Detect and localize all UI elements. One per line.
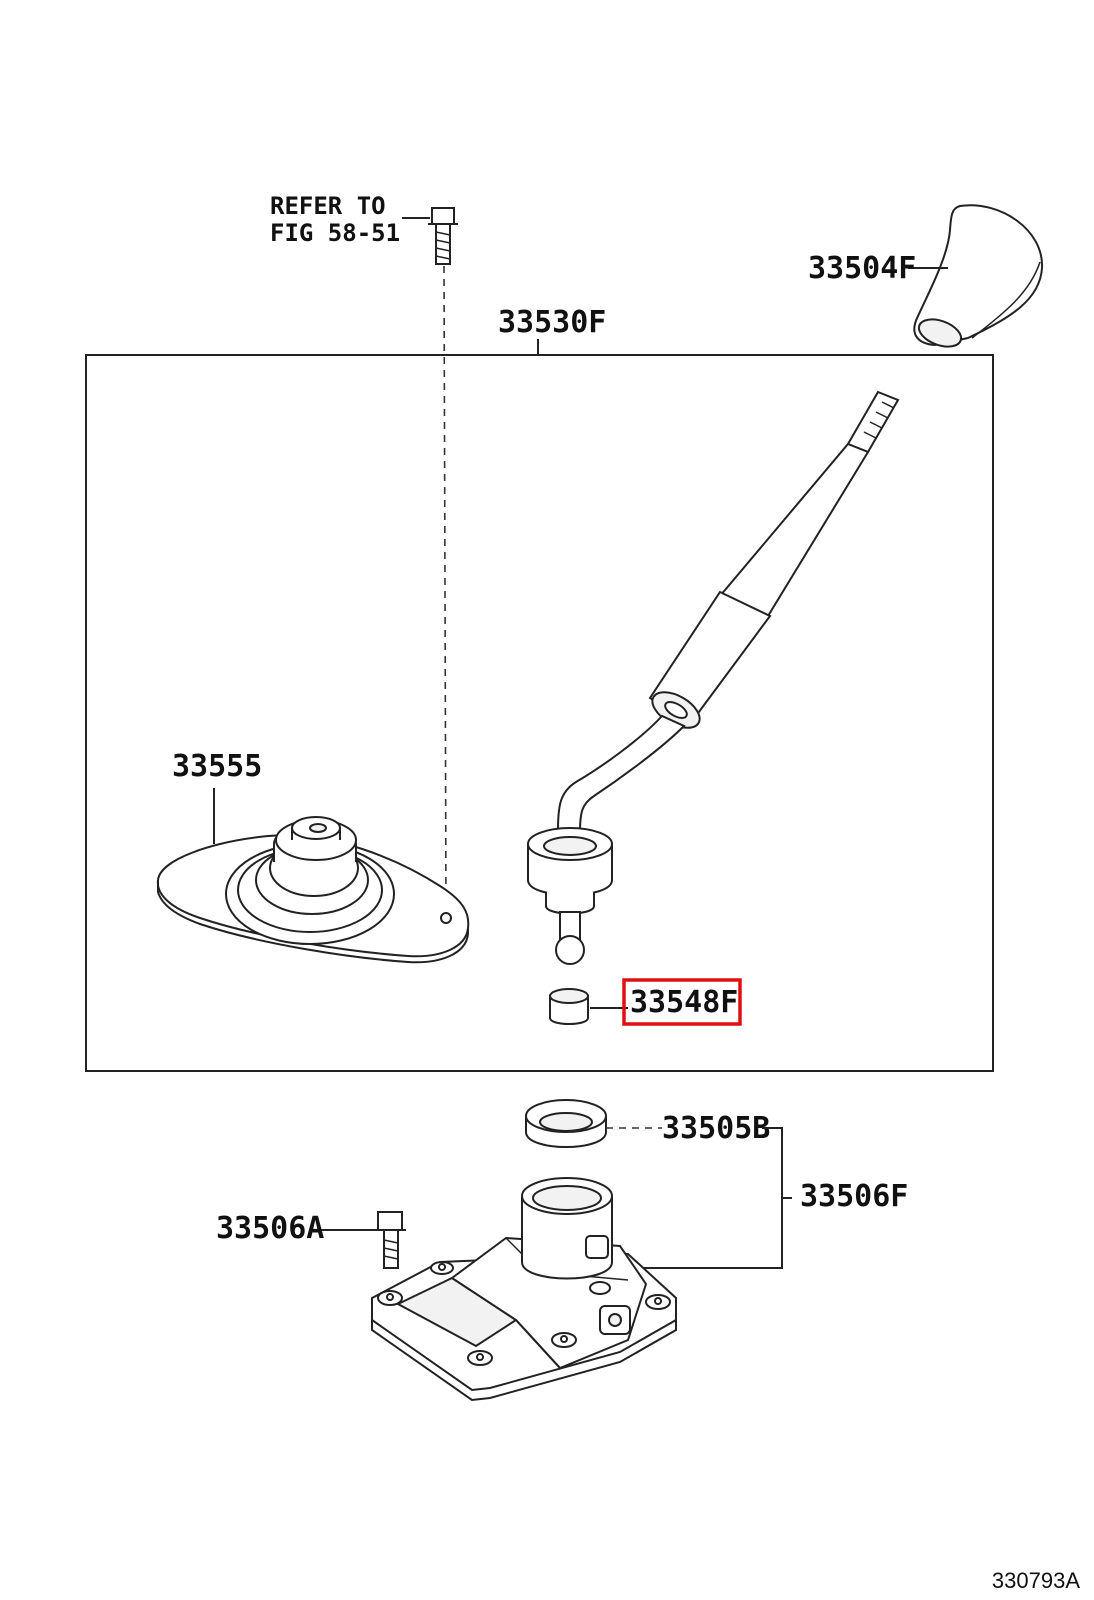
- reference-bolt: [428, 207, 458, 265]
- housing-part-number: 33506F: [800, 1179, 908, 1214]
- shift-housing: [371, 1177, 677, 1402]
- lever-assembly-frame: [85, 354, 994, 1072]
- refer-fig-label: FIG 58-51: [270, 219, 400, 247]
- housing-bolt: [374, 1211, 406, 1269]
- bushing-highlight-box: [622, 978, 742, 1026]
- bushing-part-number: 33548F: [630, 985, 738, 1020]
- shift-lever: [527, 390, 900, 965]
- shift-knob: [913, 204, 1044, 348]
- bushing-part: [549, 988, 589, 1025]
- knob-part-number: 33504F: [808, 251, 916, 286]
- boot-retainer-part-number: 33555: [172, 749, 262, 784]
- housing-bracket-line: [640, 1127, 783, 1269]
- refer-to-label: REFER TO: [270, 192, 386, 220]
- figure-id: 330793A: [992, 1568, 1080, 1593]
- boot-retainer: [156, 816, 470, 964]
- lever-assembly-part-number: 33530F: [498, 305, 606, 340]
- bolt-part-number: 33506A: [216, 1211, 324, 1246]
- seat-part-number: 33505B: [662, 1111, 770, 1146]
- bolt-dashed-guide: [443, 265, 447, 913]
- seat-ring: [525, 1099, 607, 1148]
